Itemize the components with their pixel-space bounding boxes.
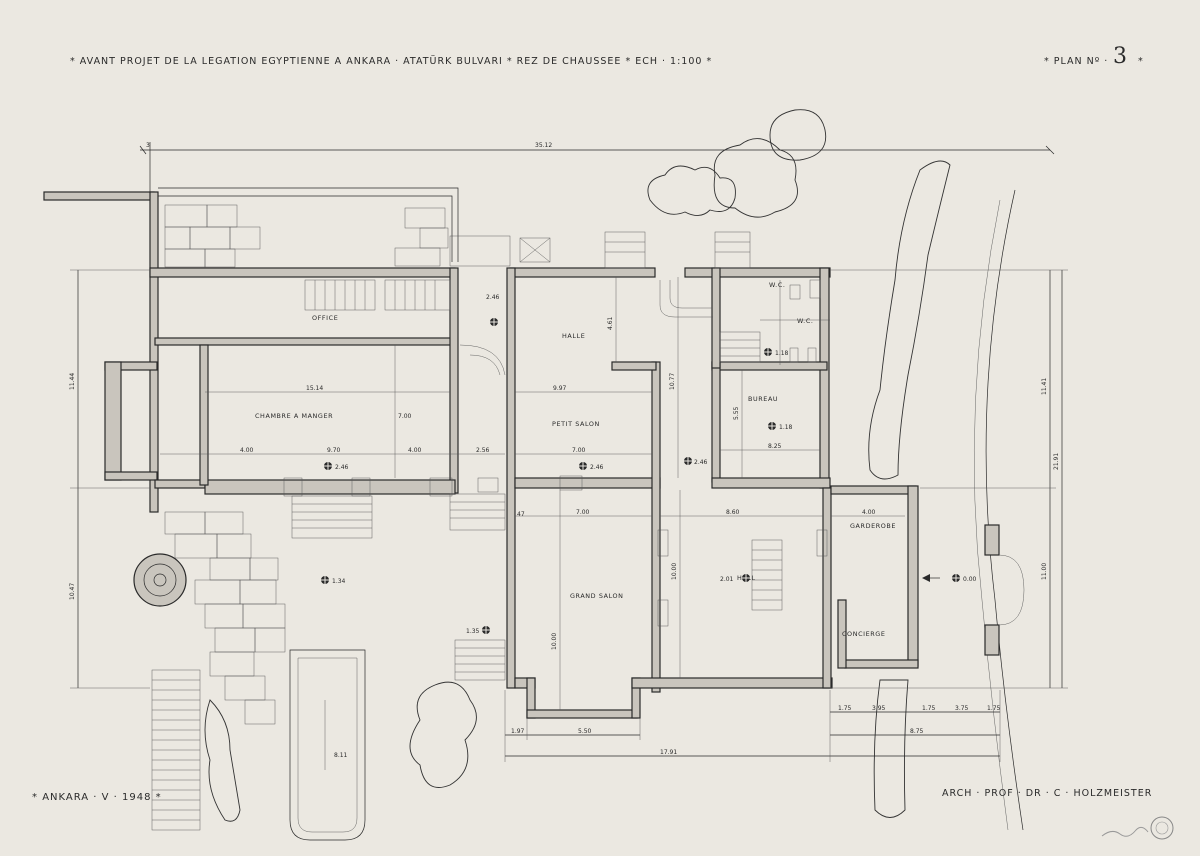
room-garderobe: GARDEROBE bbox=[850, 522, 896, 530]
project-title: AVANT PROJET DE LA LEGATION EGYPTIENNE A… bbox=[79, 56, 503, 67]
level-marker-icon bbox=[684, 457, 692, 465]
level-marker-icon bbox=[482, 626, 490, 634]
dim-bottom-mid: 5.50 bbox=[578, 728, 592, 735]
room-grand-salon: GRAND SALON bbox=[570, 592, 624, 600]
level-hall-step: 2.46 bbox=[694, 459, 708, 466]
level-office: 2.46 bbox=[486, 294, 500, 301]
round-pavilion bbox=[133, 553, 187, 607]
archive-stamp-icon bbox=[1101, 816, 1174, 840]
level-petit-salon: 2.46 bbox=[590, 464, 604, 471]
dim-span-400a: 4.00 bbox=[240, 447, 254, 454]
room-wc-2: W.C. bbox=[797, 317, 814, 325]
dim-seg-395: 3.95 bbox=[872, 705, 886, 712]
dim-left-lower: 10.47 bbox=[69, 583, 76, 600]
pool: 8.11 bbox=[289, 649, 366, 841]
plan-star: * bbox=[1138, 56, 1144, 67]
left-dimensions: 11.44 10.47 bbox=[69, 269, 150, 689]
level-terrace: 1.34 bbox=[332, 578, 346, 585]
dim-corridor: 10.77 bbox=[669, 373, 676, 390]
room-labels: OFFICE HALLE CHAMBRE A MANGER PETIT SALO… bbox=[255, 281, 896, 638]
level-hall: 2.01 bbox=[720, 576, 734, 583]
level-dining: 2.46 bbox=[335, 464, 349, 471]
dim-garderobe-w: 4.00 bbox=[862, 509, 876, 516]
wall-piers bbox=[283, 475, 828, 627]
level-title: REZ DE CHAUSSEE bbox=[516, 56, 622, 67]
stairs bbox=[151, 231, 783, 831]
level-entrance: 0.00 bbox=[963, 576, 977, 583]
dim-dining-w: 7.00 bbox=[398, 413, 412, 420]
dim-bureau-h: 5.55 bbox=[733, 406, 740, 420]
dim-top-offset: 3 bbox=[146, 142, 150, 149]
level-marker-icon bbox=[490, 318, 498, 326]
plan-number: 3 bbox=[1113, 44, 1127, 69]
dim-span-256: 2.56 bbox=[476, 447, 490, 454]
dim-seg-175c: 1.75 bbox=[987, 705, 1001, 712]
level-marker-icon bbox=[742, 574, 750, 582]
dim-span-970: 9.70 bbox=[327, 447, 341, 454]
dim-top-total: 35.12 bbox=[535, 142, 552, 149]
drawing-title: * AVANT PROJET DE LA LEGATION EGYPTIENNE… bbox=[70, 56, 713, 67]
dim-span-400b: 4.00 bbox=[408, 447, 422, 454]
level-marker-icon bbox=[579, 462, 587, 470]
dim-dining-len: 15.14 bbox=[306, 385, 323, 392]
room-wc-1: W.C. bbox=[769, 281, 786, 289]
dim-bureau-w: 8.25 bbox=[768, 443, 782, 450]
level-garden: 1.35 bbox=[466, 628, 480, 635]
dim-right-total: 21.91 bbox=[1053, 453, 1060, 470]
level-marker-icon bbox=[768, 422, 776, 430]
right-dimensions: 11.41 21.91 11.00 bbox=[830, 269, 1068, 689]
interior-dimensions: 15.14 7.00 9.97 7.00 7.00 10.00 8.60 10.… bbox=[160, 277, 905, 710]
dim-grand-salon-w: 7.00 bbox=[576, 509, 590, 516]
entrance-arrow-icon bbox=[922, 574, 930, 582]
dim-seg-175b: 1.75 bbox=[922, 705, 936, 712]
level-bureau: 1.18 bbox=[779, 424, 793, 431]
dim-halle-h: 4.61 bbox=[607, 316, 614, 330]
scale-label: ECH · 1:100 bbox=[635, 56, 703, 67]
back-terrace bbox=[43, 187, 459, 513]
dim-seg-375: 3.75 bbox=[955, 705, 969, 712]
place-date: * ANKARA · V · 1948 * bbox=[32, 792, 162, 803]
dim-wall-47: 47 bbox=[517, 511, 525, 518]
street-entry bbox=[922, 189, 1025, 831]
bottom-dimensions: 1.97 5.50 17.91 8.75 1.75 3.95 1.75 3.75… bbox=[504, 690, 1001, 762]
walls bbox=[104, 267, 919, 719]
dim-petit-salon-len: 9.97 bbox=[553, 385, 567, 392]
dim-grand-salon-len: 10.00 bbox=[551, 633, 558, 650]
wc-fixtures bbox=[760, 279, 830, 365]
room-bureau: BUREAU bbox=[748, 395, 778, 403]
room-halle: HALLE bbox=[562, 332, 585, 340]
dim-bottom-left: 1.97 bbox=[511, 728, 525, 735]
dim-hall-w: 8.60 bbox=[726, 509, 740, 516]
terrace-paving bbox=[164, 511, 286, 725]
dim-bottom-total: 17.91 bbox=[660, 749, 677, 756]
plan-label: * PLAN Nº · bbox=[1044, 56, 1109, 67]
top-dimension: 3 35.12 bbox=[139, 142, 1055, 200]
dim-pool: 8.11 bbox=[334, 752, 348, 759]
level-marker-icon bbox=[952, 574, 960, 582]
room-dining: CHAMBRE A MANGER bbox=[255, 412, 333, 420]
room-concierge: CONCIERGE bbox=[842, 630, 886, 638]
trees bbox=[204, 109, 951, 822]
architect-credit: ARCH · PROF · DR · C · HOLZMEISTER bbox=[942, 788, 1153, 799]
dim-hall-len: 10.00 bbox=[671, 563, 678, 580]
room-office: OFFICE bbox=[312, 314, 338, 322]
dim-right-lower: 11.00 bbox=[1041, 563, 1048, 580]
level-marker-icon bbox=[764, 348, 772, 356]
dim-petit-salon-w: 7.00 bbox=[572, 447, 586, 454]
level-markers: 2.46 2.46 2.46 2.46 1.18 1.18 1.34 1.35 … bbox=[321, 294, 977, 635]
level-marker-icon bbox=[321, 576, 329, 584]
room-petit-salon: PETIT SALON bbox=[552, 420, 600, 428]
dim-left-upper: 11.44 bbox=[69, 373, 76, 390]
level-wc: 1.18 bbox=[775, 350, 789, 357]
dim-bottom-right: 8.75 bbox=[910, 728, 924, 735]
level-marker-icon bbox=[324, 462, 332, 470]
dim-right-upper: 11.41 bbox=[1041, 378, 1048, 395]
dim-seg-175a: 1.75 bbox=[838, 705, 852, 712]
